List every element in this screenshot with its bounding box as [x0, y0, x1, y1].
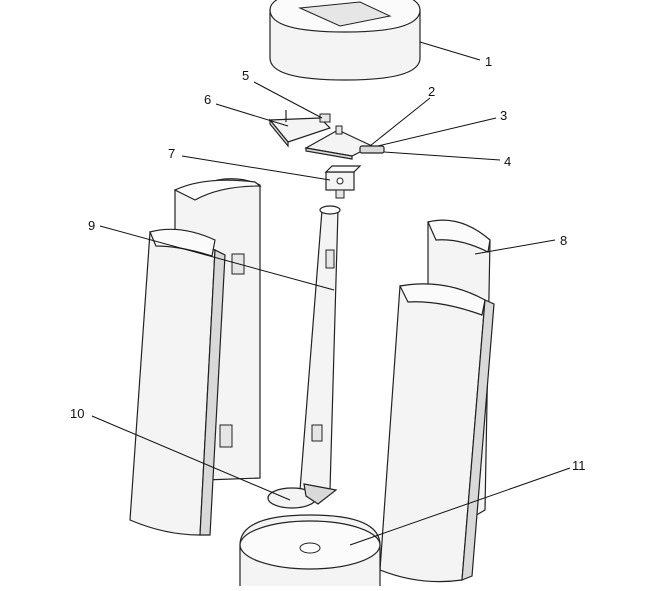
part-6-wedge-plate: [268, 110, 332, 148]
leader-6: [215, 103, 289, 127]
callout-5: 5: [242, 68, 249, 83]
leader-11: [349, 467, 571, 546]
leader-3: [377, 117, 497, 147]
part-1-top-cap: [269, 0, 421, 81]
leader-5: [253, 81, 323, 119]
callout-4: 4: [504, 154, 511, 169]
leader-4: [383, 151, 501, 161]
callout-9: 9: [88, 218, 95, 233]
leader-10: [91, 415, 291, 501]
left-front-shell: [129, 228, 226, 536]
callout-1: 1: [485, 54, 492, 69]
leader-8: [474, 239, 556, 255]
leader-2: [369, 97, 431, 147]
callout-6: 6: [204, 92, 211, 107]
leader-7: [181, 155, 331, 181]
right-front-shell: [379, 283, 495, 583]
callout-11: 11: [572, 458, 586, 473]
leader-lines: [91, 41, 571, 546]
callout-3: 3: [500, 108, 507, 123]
part-4-clip: [359, 145, 385, 154]
part-11-base: [239, 514, 381, 591]
leader-9: [99, 225, 335, 291]
callout-2: 2: [428, 84, 435, 99]
callout-labels: 1 2 3 4 5 6 7 8 9 10 11: [70, 54, 586, 473]
part-7-coupling: [324, 165, 362, 199]
part-9-central-rod: [299, 205, 341, 491]
callout-7: 7: [168, 146, 175, 161]
callout-8: 8: [560, 233, 567, 248]
part-10-bottom-hub: [267, 483, 338, 509]
leader-1: [419, 41, 481, 61]
callout-10: 10: [70, 406, 84, 421]
part-5-pin: [319, 113, 331, 123]
